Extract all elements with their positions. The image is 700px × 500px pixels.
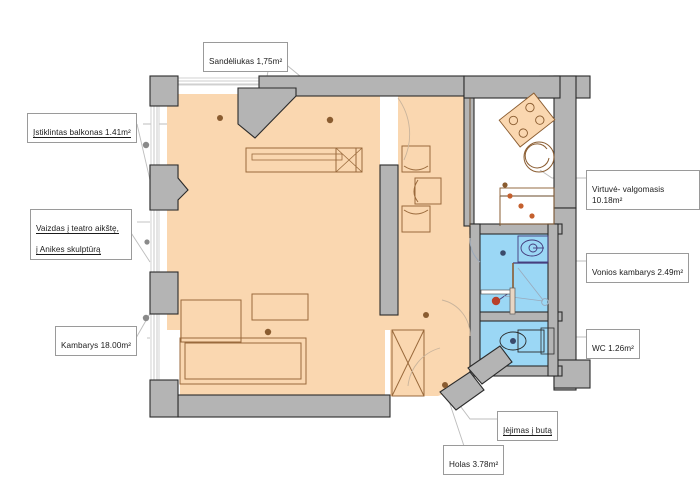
- label-room-text: Kambarys 18.00m²: [61, 340, 131, 350]
- label-hall[interactable]: Holas 3.78m²: [443, 445, 505, 475]
- label-view-line1: Vaizdas į teatro aikštę,: [36, 223, 119, 234]
- room-fills: [167, 88, 470, 396]
- label-hall-text: Holas 3.78m²: [449, 459, 499, 469]
- label-room[interactable]: Kambarys 18.00m²: [55, 326, 137, 356]
- label-wc-text: WC 1.26m²: [592, 343, 634, 353]
- label-view-line2: į Anikes skulptūrą: [36, 245, 101, 256]
- label-balcony-text: Įstiklintas balkonas 1.41m²: [33, 127, 131, 138]
- label-view[interactable]: Vaizdas į teatro aikštę, į Anikes skulpt…: [30, 209, 132, 261]
- label-kitchen[interactable]: Virtuvė- valgomasis 10.18m²: [586, 170, 700, 211]
- entry-closet-icon: [391, 329, 425, 397]
- bed-icon: [180, 299, 242, 343]
- stove-4-burner-icon: [498, 92, 556, 148]
- label-balcony[interactable]: Įstiklintas balkonas 1.41m²: [27, 113, 137, 143]
- bathroom-partition: [480, 287, 516, 315]
- wardrobe-icon: [245, 147, 363, 173]
- label-bathroom-text: Vonios kambarys 2.49m²: [592, 267, 684, 277]
- ceiling-points: [142, 115, 508, 388]
- kitchen-sink-icon: [523, 141, 555, 173]
- sofa-icon: [179, 337, 307, 385]
- label-kitchen-text: Virtuvė- valgomasis 10.18m²: [592, 184, 665, 205]
- side-table-icon: [251, 293, 309, 321]
- label-entrance-text: Įėjimas į butą: [503, 425, 552, 436]
- kitchen-counter: [499, 187, 555, 225]
- balcony-openings: [149, 164, 189, 211]
- bathroom-fill: [478, 232, 554, 314]
- chairs-icon: [401, 145, 442, 233]
- kitchen-walls: [463, 75, 561, 99]
- label-entrance[interactable]: Įėjimas į butą: [497, 411, 558, 441]
- label-bathroom[interactable]: Vonios kambarys 2.49m²: [586, 253, 690, 283]
- hall-fill: [390, 300, 470, 396]
- label-storage[interactable]: Sandėliukas 1,75m²: [203, 42, 289, 72]
- door-swings: [397, 97, 481, 387]
- bathroom-ceiling-point: [500, 250, 506, 256]
- bathroom-floor-drain: [491, 296, 501, 306]
- label-wc[interactable]: WC 1.26m²: [586, 329, 640, 359]
- wc-toilet-icon: [499, 327, 555, 355]
- bathroom-washbasin-icon: [517, 235, 549, 263]
- label-storage-text: Sandėliukas 1,75m²: [209, 56, 283, 66]
